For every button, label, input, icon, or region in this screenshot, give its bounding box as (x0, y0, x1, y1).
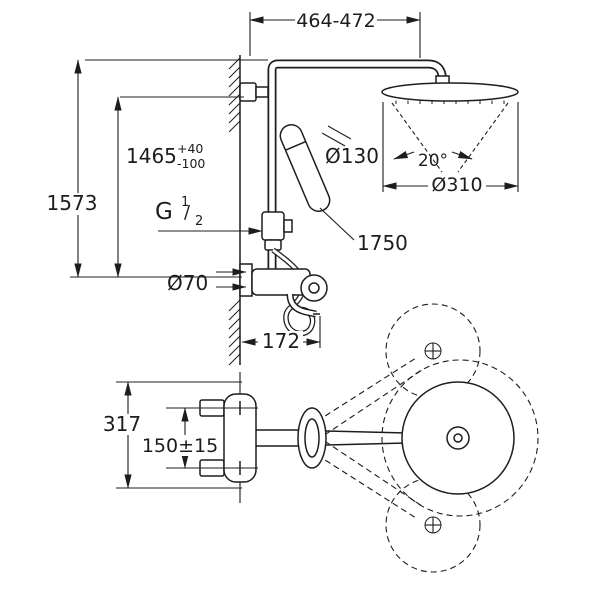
hose-length-label: 1750 (357, 231, 408, 255)
dim-height-tol-plus-label: +40 (177, 141, 203, 156)
dim-escutcheon-diameter-label: Ø70 (167, 271, 208, 295)
head-shower-envelope-dashed (381, 359, 539, 517)
head-shower-side-view (381, 75, 519, 173)
spray-cone-line-right (457, 102, 509, 173)
pivot-escutcheon (297, 407, 327, 469)
thermostat-side-view (239, 263, 328, 318)
dim-head-shower-diameter-label: Ø310 (431, 174, 482, 196)
escutcheon-side (239, 263, 253, 297)
dim-height-to-head: 1465 +40 -100 (114, 96, 244, 278)
thermostat-body-plan (223, 393, 257, 483)
dim-connection-spacing: 150±15 (141, 407, 258, 469)
dim-hand-shower-diameter-label: Ø130 (325, 144, 379, 168)
thermostat-handle (300, 274, 328, 302)
thread-size-label-g: G (155, 199, 173, 225)
dim-connection-spacing-label: 150±15 (142, 435, 218, 457)
spray-angle-label: 20° (418, 151, 448, 171)
hose-connector (264, 239, 282, 251)
swivel-arm-lower-2 (307, 429, 423, 507)
thread-size-label-den: 2 (195, 214, 203, 229)
plan-view (199, 303, 539, 573)
dim-spout-reach: 172 (241, 316, 321, 353)
thread-size-label-num: 1 (181, 195, 189, 210)
spray-cone-line-left (391, 102, 443, 173)
dim-plan-height: 317 (100, 381, 242, 489)
dim-height-tol-minus-label: -100 (177, 156, 205, 171)
dim-hand-shower-diameter: Ø130 (321, 125, 379, 168)
wall (228, 55, 241, 366)
spray-nozzles (395, 100, 505, 104)
dim-width-range-label: 464-472 (296, 10, 375, 32)
hand-shower (279, 124, 331, 212)
dim-escutcheon-diameter: Ø70 (167, 268, 247, 295)
dim-total-height: 1573 (47, 59, 268, 278)
wall-bracket (239, 82, 257, 102)
dim-head-shower-diameter: Ø310 (382, 102, 519, 196)
dim-total-height-label: 1573 (47, 191, 98, 215)
dim-height-to-head-label: 1465 (126, 144, 177, 168)
dim-spout-reach-label: 172 (262, 329, 300, 353)
hose-length-callout: 1750 (319, 207, 408, 255)
head-shower-disc (381, 82, 519, 102)
swivel-arm-upper-2 (307, 369, 423, 447)
head-shower-plan (401, 381, 515, 495)
wall-hatching (228, 57, 241, 366)
shower-holder (261, 211, 293, 251)
spray-angle-callout: 20° (393, 150, 473, 171)
wall-bracket-arm (255, 86, 269, 98)
dim-plan-height-label: 317 (103, 412, 141, 436)
thread-size-callout: G 1 / 2 (155, 195, 263, 235)
thread-size-label-slash: / (184, 202, 191, 223)
dim-width-range: 464-472 (249, 9, 421, 58)
